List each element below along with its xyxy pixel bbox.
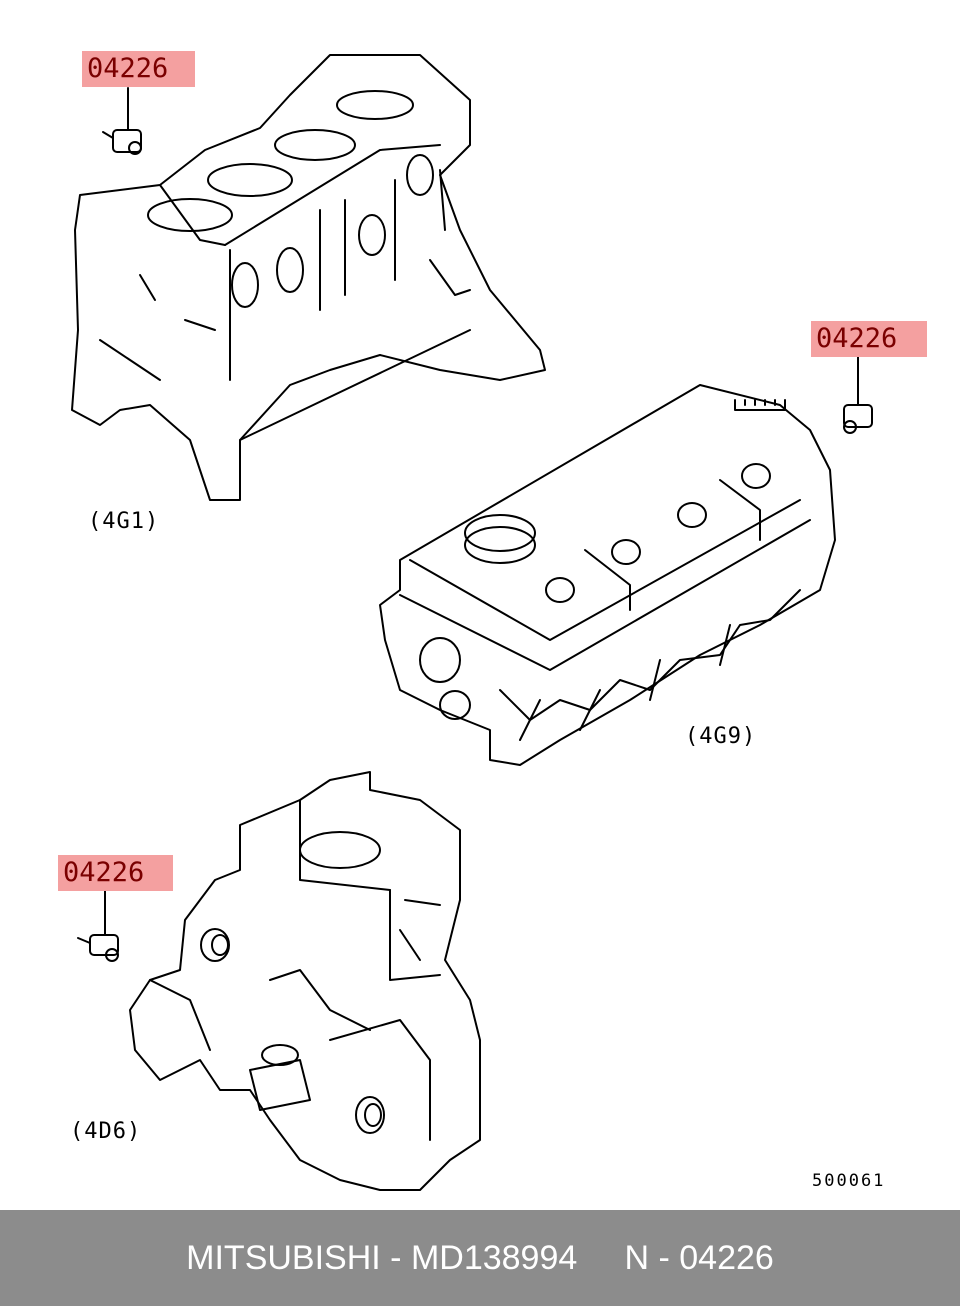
part-callout-1[interactable]: 04226	[82, 51, 195, 87]
part-callout-3[interactable]: 04226	[58, 855, 173, 891]
footer-bar: MITSUBISHI - MD138994 N - 04226	[0, 1210, 960, 1306]
knock-sensor-1	[102, 87, 142, 155]
figure-code: 500061	[812, 1171, 886, 1191]
engine-block-4g1	[71, 54, 546, 501]
engine-4d6	[129, 771, 481, 1191]
engine-label-4g9: (4G9)	[685, 724, 757, 749]
engine-label-4d6: (4D6)	[70, 1119, 142, 1144]
part-callout-2[interactable]: 04226	[811, 321, 927, 357]
knock-sensor-2	[843, 355, 873, 434]
parts-diagram	[71, 54, 873, 1191]
engine-label-4g1: (4G1)	[88, 509, 160, 534]
cylinder-head-4g9	[379, 384, 836, 766]
footer-part-text: MITSUBISHI - MD138994 N - 04226	[186, 1239, 774, 1277]
knock-sensor-3	[77, 889, 119, 962]
